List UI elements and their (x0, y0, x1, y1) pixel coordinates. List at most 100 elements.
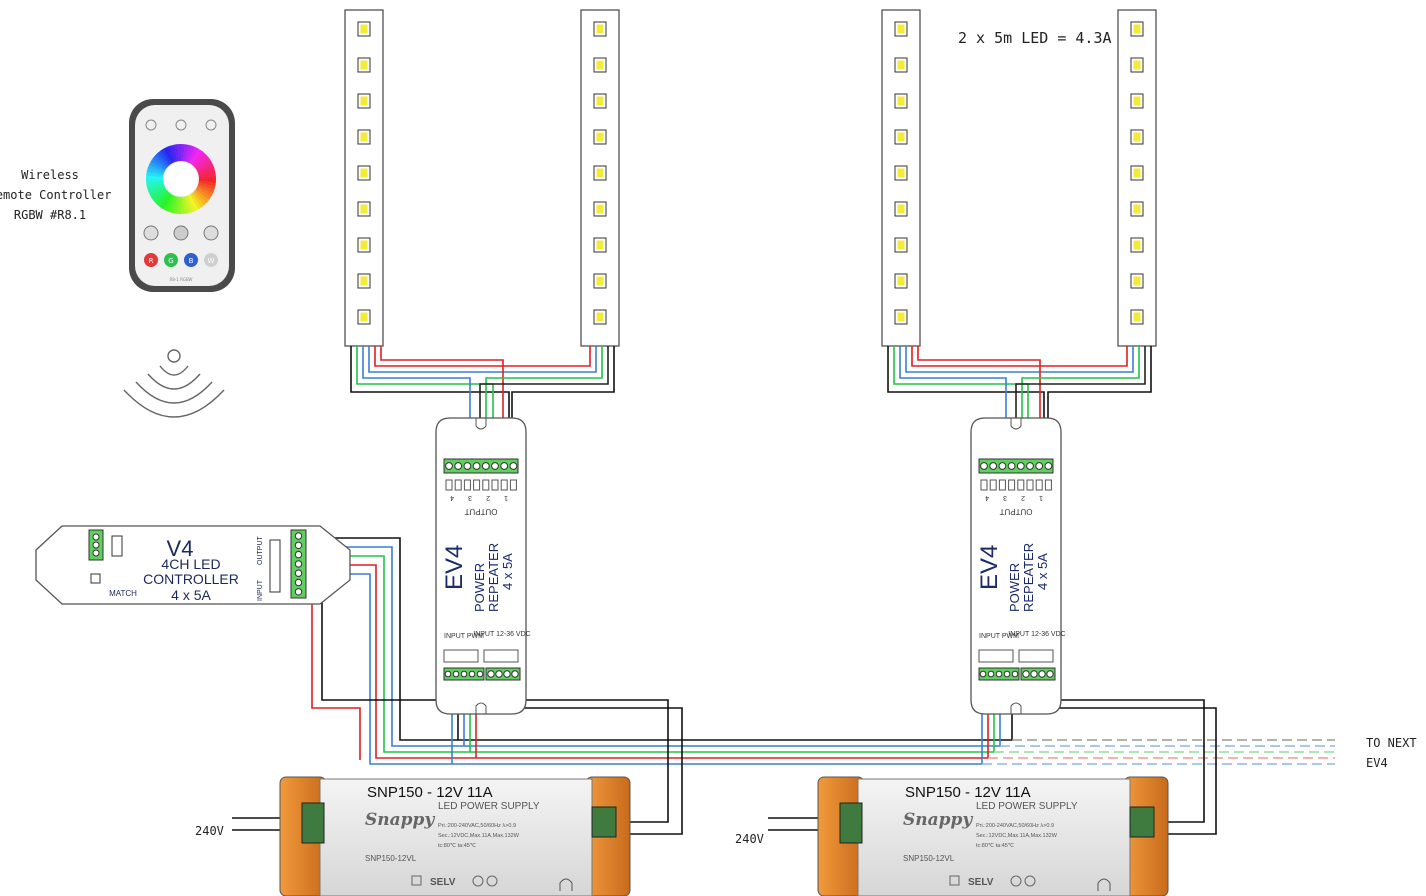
repeater-right-model: EV4 (976, 545, 1003, 590)
wireless-remote: R G B W R8-1 RGBW (129, 99, 235, 292)
controller-line3: 4 x 5A (171, 587, 211, 603)
remote-button-b-label: B (189, 257, 194, 265)
remote-id: R8-1 RGBW (169, 277, 192, 282)
repeater-right-input-vdc-label: INPUT 12-36 VDC (1008, 631, 1065, 638)
psu-left-spec-1: Pri.:200-240VAC,50/60Hz λ>0.9 (438, 823, 516, 829)
wiring-to-next (982, 739, 1335, 765)
remote-button-g (164, 253, 178, 267)
psu-right-output-terminal (1129, 806, 1155, 838)
v4-controller: V4 4CH LED CONTROLLER 4 x 5A MATCH INPUT… (35, 525, 351, 605)
repeater-left-line1: POWER (472, 563, 487, 612)
repeater-right-channel-3: 3 (1003, 494, 1007, 501)
psu-left-title: SNP150 - 12V 11A (367, 784, 493, 801)
psu-left-subtitle: LED POWER SUPPLY (438, 801, 540, 812)
repeater-left-channel-2: 2 (486, 494, 490, 501)
remote-button-b (184, 253, 198, 267)
psu-right-cert-icon-2 (1024, 875, 1036, 887)
psu-right-spec-2: Sec.:12VDC,Max.11A,Max.132W (976, 833, 1058, 839)
repeater-left-power-terminal (485, 667, 521, 681)
repeater-right-line2: REPEATER (1021, 543, 1036, 612)
repeater-right-body (970, 417, 1062, 715)
psu-left-brand: Snappy (365, 810, 435, 830)
psu-right-title: SNP150 - 12V 11A (905, 784, 1031, 801)
wiring-strips-left (350, 346, 615, 420)
psu-right-input-terminal (839, 802, 863, 844)
psu-right-cert-icon-1 (1010, 875, 1022, 887)
psu-left-input-terminal (301, 802, 325, 844)
psu-right-subtitle: LED POWER SUPPLY (976, 801, 1078, 812)
psu-right-body (857, 778, 1131, 896)
remote-left-arrow-icon (143, 225, 159, 241)
remote-right-arrow-icon (203, 225, 219, 241)
remote-top-icon-3 (205, 119, 217, 131)
psu-right-brand: Snappy (903, 810, 973, 830)
psu-right-spec-3: tc:80℃ ta:45℃ (976, 843, 1015, 849)
repeater-left-output-label: OUTPUT (464, 507, 497, 516)
remote-top-icon-1 (145, 119, 157, 131)
psu-left-output-terminal (591, 806, 617, 838)
psu-left-cert-icon-2 (486, 875, 498, 887)
repeater-left-line2: REPEATER (486, 543, 501, 612)
controller-model: V4 (167, 536, 194, 561)
remote-label-3: RGBW #R8.1 (14, 208, 86, 222)
controller-input-label: INPUT (257, 579, 264, 601)
wiring-strips-right (887, 346, 1152, 420)
mains-label-right: 240V (735, 832, 764, 846)
controller-match: MATCH (109, 589, 137, 598)
repeater-left-input-pwm-label: INPUT PWM (444, 633, 484, 640)
mains-label-left: 240V (195, 824, 224, 838)
remote-button-r (144, 253, 158, 267)
repeater-left-channel-3: 3 (468, 494, 472, 501)
psu-left-spec-2: Sec.:12VDC,Max.11A,Max.132W (438, 833, 520, 839)
remote-button-w (204, 253, 218, 267)
led-note: 2 x 5m LED = 4.3A (958, 29, 1112, 47)
psu-left-body (319, 778, 593, 896)
repeater-right-output-label: OUTPUT (999, 507, 1032, 516)
repeater-left-body (435, 417, 527, 715)
wiring-controller-bus (306, 537, 1013, 765)
controller-line1: 4CH LED (161, 556, 220, 572)
psu-right-selv: SELV (968, 877, 994, 888)
remote-label-2: Remote Controller (0, 188, 111, 202)
psu-left-selv: SELV (430, 877, 456, 888)
repeater-left-channel-1: 1 (504, 494, 508, 501)
psu-left-cert-icon-1 (472, 875, 484, 887)
repeater-left-channel-4: 4 (450, 494, 454, 501)
repeater-right-power-terminal (1020, 667, 1056, 681)
repeater-left-output-terminal (443, 458, 519, 474)
repeater-left-input-vdc-label: INPUT 12-36 VDC (473, 631, 530, 638)
to-next-line2: EV4 (1366, 756, 1388, 770)
led-strip-group-right (881, 9, 1157, 347)
remote-label-1: Wireless (21, 168, 79, 182)
psu-left-class2-icon (411, 875, 422, 886)
remote-button-g-label: G (168, 257, 173, 265)
wireless-signal-icon (123, 349, 225, 418)
match-button-icon (90, 573, 101, 584)
repeater-left-model: EV4 (441, 545, 468, 590)
remote-button-w-label: W (208, 257, 215, 265)
to-next-line1: TO NEXT (1366, 736, 1417, 750)
repeater-right-channel-1: 1 (1039, 494, 1043, 501)
led-strip-group-left (344, 9, 620, 347)
psu-left-model: SNP150-12VL (365, 854, 417, 863)
color-wheel-icon (145, 143, 216, 214)
repeater-right-channel-2: 2 (1021, 494, 1025, 501)
controller-output-label: OUTPUT (257, 536, 264, 566)
repeater-right-line1: POWER (1007, 563, 1022, 612)
repeater-left-line3: 4 x 5A (500, 553, 515, 590)
psu-right-class2-icon (949, 875, 960, 886)
psu-left-spec-3: tc:80℃ ta:45℃ (438, 843, 477, 849)
repeater-right-channel-4: 4 (985, 494, 989, 501)
psu-right-model: SNP150-12VL (903, 854, 955, 863)
repeater-right-output-terminal (978, 458, 1054, 474)
remote-top-icon-2 (175, 119, 187, 131)
psu-right-spec-1: Pri.:200-240VAC,50/60Hz λ>0.9 (976, 823, 1054, 829)
remote-power-icon (173, 225, 189, 241)
controller-line2: CONTROLLER (143, 571, 239, 587)
repeater-right-input-pwm-label: INPUT PWM (979, 633, 1019, 640)
repeater-right-line3: 4 x 5A (1035, 553, 1050, 590)
